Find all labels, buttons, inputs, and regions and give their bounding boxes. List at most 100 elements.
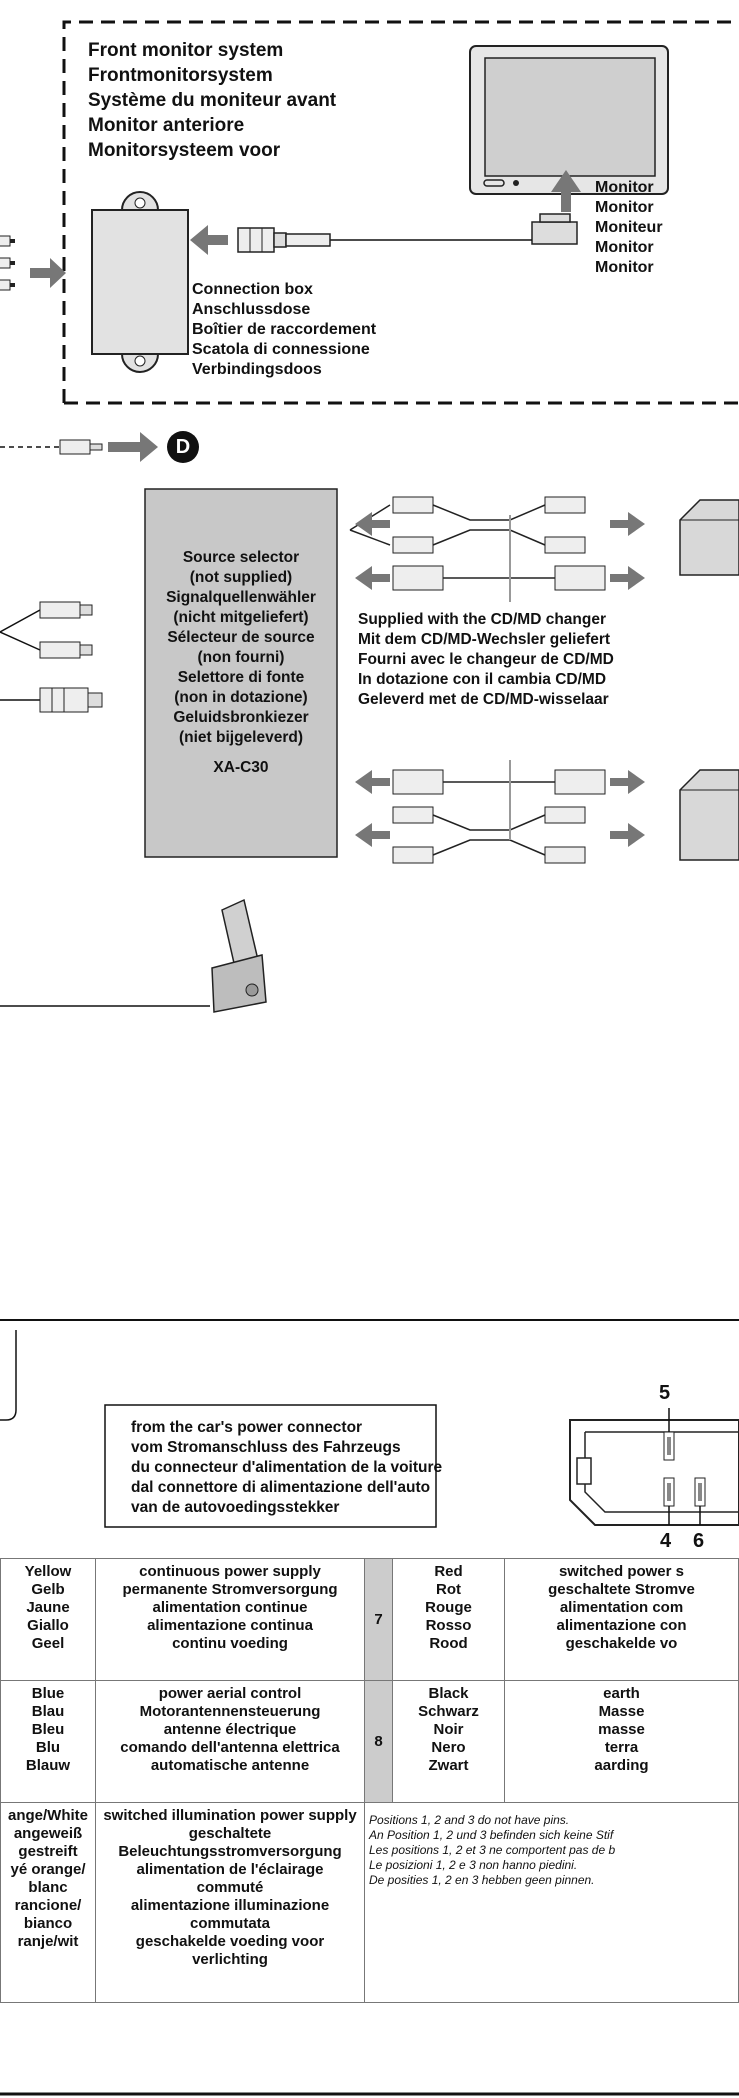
right-arrow-icon xyxy=(610,770,645,794)
wire-function-cell: earth Masse masse terra aarding xyxy=(504,1680,739,1803)
mini-plug-icon xyxy=(59,439,103,455)
left-din-plug-icon xyxy=(39,687,103,713)
heading-line: Monitor anteriore xyxy=(88,115,245,136)
pins-note-line: Le posizioni 1, 2 e 3 non hanno piedini. xyxy=(369,1858,578,1872)
function-text: power aerial control xyxy=(158,1685,302,1702)
monitor-label-line: Moniteur xyxy=(595,219,663,236)
monitor-icon xyxy=(469,45,669,195)
source-selector-line: Source selector xyxy=(182,549,300,566)
color-text: ranje/wit xyxy=(17,1933,79,1950)
source-selector-line: Sélecteur de source xyxy=(167,629,315,646)
cd-md-line: Fourni avec le changeur de CD/MD xyxy=(358,651,614,668)
cd-md-line: Mit dem CD/MD-Wechsler geliefert xyxy=(358,631,611,648)
function-text: alimentazione con xyxy=(556,1617,687,1634)
function-text: Beleuchtungsstromversorgung xyxy=(118,1843,342,1860)
pin-number-cell: 8 xyxy=(364,1680,393,1803)
function-text: geschakelde voeding voor xyxy=(135,1933,325,1950)
cd-md-cable-bottom xyxy=(392,760,606,864)
pins-note-line: Positions 1, 2 and 3 do not have pins. xyxy=(369,1813,570,1827)
color-text: Rood xyxy=(429,1635,468,1652)
function-text: Motorantennensteuerung xyxy=(139,1703,321,1720)
color-text: rancione/ xyxy=(14,1897,82,1914)
power-connector-line: vom Stromanschluss des Fahrzeugs xyxy=(131,1439,401,1456)
function-text: permanente Stromversorgung xyxy=(122,1581,338,1598)
wire-function-cell: switched power s geschaltete Stromve ali… xyxy=(504,1558,739,1681)
box-connector-icon xyxy=(237,227,331,253)
function-text: geschakelde vo xyxy=(565,1635,678,1652)
left-rca-y-split-icon xyxy=(0,601,93,659)
color-text: Blauw xyxy=(25,1757,71,1774)
function-text: alimentation com xyxy=(559,1599,684,1616)
color-text: Rot xyxy=(436,1581,461,1598)
wire-function-cell: power aerial control Motorantennensteuer… xyxy=(95,1680,365,1803)
function-text: geschaltete Stromve xyxy=(548,1581,695,1598)
heading-line: Système du moniteur avant xyxy=(88,90,337,111)
color-text: Jaune xyxy=(26,1599,70,1616)
monitor-plug-icon xyxy=(531,213,578,245)
connection-box-line: Scatola di connessione xyxy=(192,341,370,358)
wire-color-cell: Black Schwarz Noir Nero Zwart xyxy=(392,1680,505,1803)
right-arrow-icon xyxy=(30,258,66,288)
heading-line: Monitorsysteem voor xyxy=(88,140,281,161)
function-text: masse xyxy=(598,1721,645,1738)
color-text: Blu xyxy=(35,1739,61,1756)
cd-changer-unit-bottom-icon xyxy=(679,769,739,861)
function-text: comando dell'antenna elettrica xyxy=(120,1739,340,1756)
pins-note-line: De posities 1, 2 en 3 hebben geen pinnen… xyxy=(369,1873,595,1887)
monitor-label-line: Monitor xyxy=(595,259,654,276)
right-arrow-icon xyxy=(610,566,645,590)
color-text: ange/White xyxy=(7,1807,88,1824)
color-text: Bleu xyxy=(31,1721,65,1738)
color-text: gestreift xyxy=(18,1843,78,1860)
lead-line xyxy=(0,1330,17,1421)
up-arrow-icon xyxy=(551,170,581,212)
source-selector-line: Signalquellenwähler xyxy=(166,589,316,606)
function-text: earth xyxy=(603,1685,640,1702)
function-text: switched power s xyxy=(558,1563,685,1580)
front-monitor-dashed-frame xyxy=(62,20,739,405)
color-text: angeweiß xyxy=(13,1825,83,1842)
table-row: Yellow Gelb Jaune Giallo Geel continuous… xyxy=(0,1558,739,1681)
marker-d-circle xyxy=(167,431,199,463)
front-monitor-heading: Front monitor system Frontmonitorsystem … xyxy=(88,38,336,163)
function-text: Masse xyxy=(598,1703,645,1720)
function-text: geschaltete xyxy=(188,1825,272,1842)
table-row: Blue Blau Bleu Blu Blauw power aerial co… xyxy=(0,1680,739,1803)
left-arrow-icon xyxy=(355,823,390,847)
right-arrow-icon xyxy=(610,512,645,536)
power-connector-note-box xyxy=(104,1404,437,1528)
source-selector-label: Source selector (not supplied) Signalque… xyxy=(145,548,337,778)
pin-number-cell: 7 xyxy=(364,1558,393,1681)
pin-label-6: 6 xyxy=(693,1530,705,1552)
cd-md-line: Supplied with the CD/MD changer xyxy=(358,611,607,628)
connection-box-line: Verbindingsdoos xyxy=(192,361,322,378)
heading-line: Front monitor system xyxy=(88,40,284,61)
color-text: Rouge xyxy=(425,1599,472,1616)
connection-box-line: Anschlussdose xyxy=(192,301,311,318)
function-text: commuté xyxy=(196,1879,264,1896)
function-text: alimentation de l'éclairage xyxy=(136,1861,324,1878)
monitor-label-line: Monitor xyxy=(595,239,654,256)
source-selector-line: (niet bijgeleverd) xyxy=(178,729,304,746)
color-text: Black xyxy=(428,1685,469,1702)
wire-color-cell: ange/White angeweiß gestreift yé orange/… xyxy=(0,1802,96,2003)
color-text: Red xyxy=(434,1563,463,1580)
left-arrow-icon xyxy=(355,770,390,794)
function-text: alimentazione illuminazione xyxy=(130,1897,330,1914)
color-text: Noir xyxy=(433,1721,464,1738)
antenna-adaptor-icon xyxy=(211,898,267,1013)
function-text: antenne électrique xyxy=(163,1721,297,1738)
function-text: alimentation continue xyxy=(152,1599,308,1616)
cd-md-supplied-label: Supplied with the CD/MD changer Mit dem … xyxy=(358,610,614,710)
left-arrow-icon xyxy=(190,225,228,255)
function-text: continuous power supply xyxy=(139,1563,321,1580)
wire-color-table: Yellow Gelb Jaune Giallo Geel continuous… xyxy=(0,1558,739,2003)
color-text: Giallo xyxy=(27,1617,69,1634)
pin-label-4: 4 xyxy=(660,1530,672,1552)
power-connector-icon xyxy=(569,1408,739,1526)
power-connector-line: du connecteur d'alimentation de la voitu… xyxy=(131,1459,443,1476)
right-arrow-icon xyxy=(108,432,158,462)
monitor-label: Monitor Monitor Moniteur Monitor Monitor xyxy=(595,178,663,278)
connection-box-icon xyxy=(91,191,189,373)
